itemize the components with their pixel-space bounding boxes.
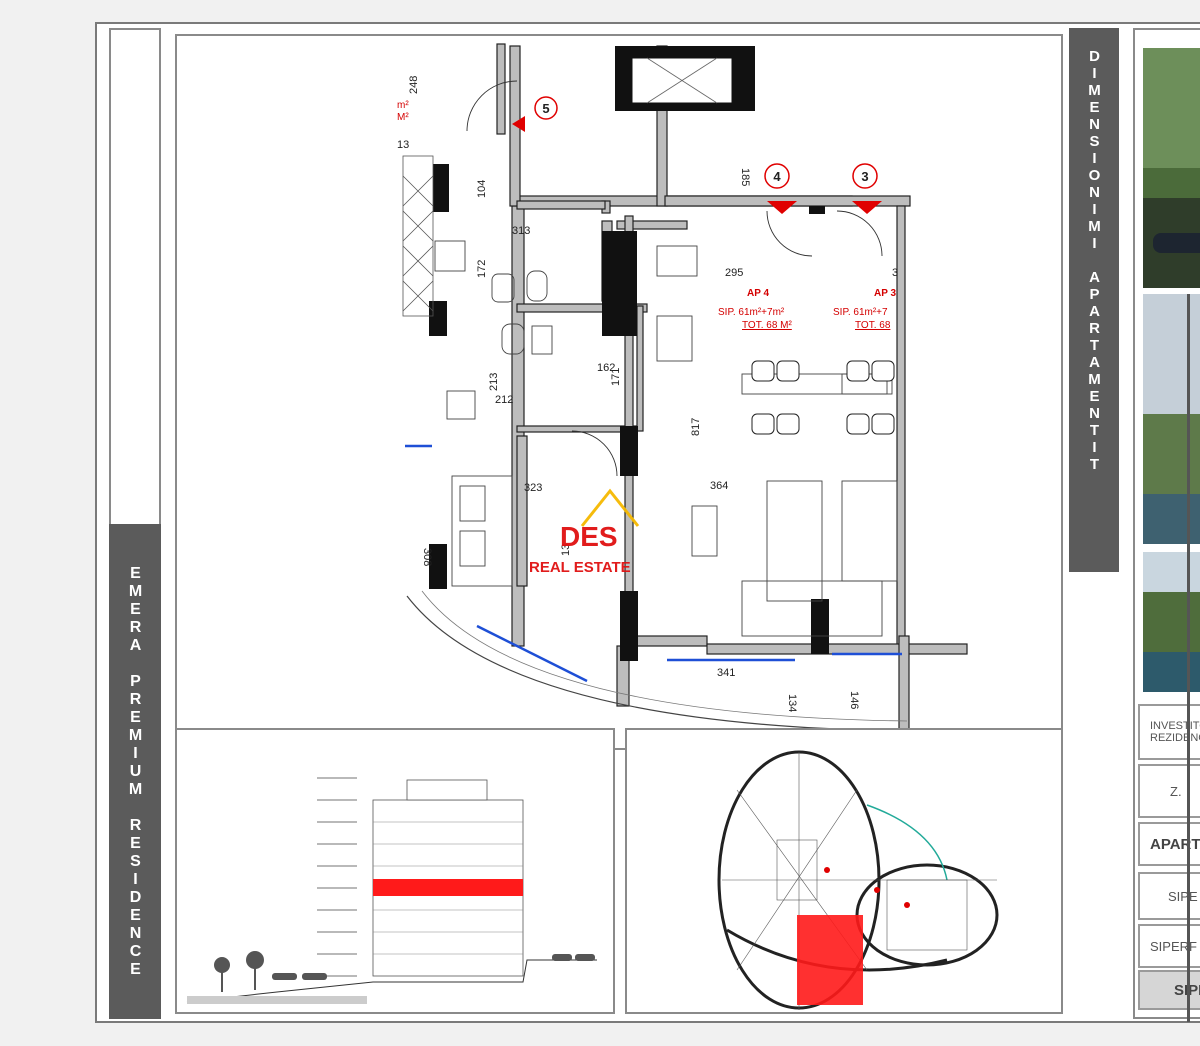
dim-185: 185: [739, 168, 751, 186]
section-title-panel: DIMENSIONIMI APARTAMENTIT: [1069, 28, 1119, 572]
apartment-label-ap3: AP 3 SIP. 61m²+7 TOT. 68: [833, 288, 896, 331]
svg-text:DES: DES: [560, 521, 618, 552]
section-title: DIMENSIONIMI APARTAMENTIT: [1086, 48, 1103, 473]
svg-text:5: 5: [542, 101, 549, 116]
info-box-investor-line1: INVESTITO: [1150, 720, 1200, 732]
scrollbar[interactable]: [1187, 294, 1190, 1022]
building-section-frame: [175, 728, 615, 1014]
dim-3: 3: [892, 267, 898, 279]
svg-text:4: 4: [773, 169, 781, 184]
svg-text:SIP. 61m²+7m²: SIP. 61m²+7m²: [718, 307, 785, 318]
des-logo: DES REAL ESTATE: [529, 488, 640, 576]
rendering-photo-1: [1143, 48, 1200, 288]
entrance-marker-5: 5: [512, 96, 558, 132]
info-box-area-2: SIPERF: [1138, 924, 1200, 968]
svg-text:AP 3: AP 3: [874, 288, 896, 299]
rendering-photo-3: [1143, 552, 1200, 692]
dim-171: 171: [610, 368, 622, 386]
info-box-area-total: SIPE: [1138, 970, 1200, 1010]
rendering-photo-2: [1143, 294, 1200, 544]
dim-13b: 13: [560, 544, 572, 556]
svg-text:TOT. 68 M²: TOT. 68 M²: [742, 320, 792, 331]
dim-341: 341: [717, 667, 735, 679]
info-box-area-2-text: SIPERF: [1150, 938, 1197, 954]
dim-146: 146: [848, 691, 860, 709]
dim-162: 162: [597, 362, 615, 374]
highlighted-floor: [373, 879, 523, 896]
svg-text:AP 4: AP 4: [747, 288, 769, 299]
info-box-apartment-text: APARTA: [1150, 835, 1200, 853]
dim-817: 817: [690, 418, 702, 436]
info-box-area-1: SIPE: [1138, 872, 1200, 920]
dim-212: 212: [495, 394, 513, 406]
dim-308: 308: [421, 548, 433, 566]
building-section: [186, 777, 597, 1004]
svg-text:TOT. 68: TOT. 68: [855, 320, 891, 331]
key-plan-frame: [625, 728, 1063, 1014]
dim-248: 248: [408, 76, 420, 94]
dim-323: 323: [524, 482, 542, 494]
info-box-zone: Z.: [1138, 764, 1200, 818]
project-title: EMERA PREMIUM RESIDENCE: [127, 564, 144, 979]
partial-label-1: m²: [397, 100, 409, 111]
drawing-sheet: EMERA PREMIUM RESIDENCE: [95, 22, 1200, 1023]
info-box-investor: INVESTITO REZIDENCA: [1138, 704, 1200, 760]
dim-104: 104: [476, 180, 488, 198]
info-box-area-1-text: SIPE: [1168, 888, 1198, 904]
dim-295: 295: [725, 267, 743, 279]
dim-364: 364: [710, 480, 728, 492]
dim-313: 313: [512, 225, 530, 237]
dim-134: 134: [786, 694, 798, 712]
dim-172: 172: [476, 260, 488, 278]
project-title-panel: EMERA PREMIUM RESIDENCE: [109, 524, 161, 1019]
svg-text:SIP. 61m²+7: SIP. 61m²+7: [833, 307, 888, 318]
svg-text:3: 3: [861, 169, 868, 184]
dim-13: 13: [397, 139, 409, 151]
entrance-marker-3: 3: [852, 163, 882, 214]
dim-213: 213: [488, 373, 500, 391]
floor-plan: 248 13 104 313 172 185 295 3 213 212 162…: [397, 43, 968, 737]
highlighted-apartment: [797, 915, 863, 1005]
svg-text:REAL ESTATE: REAL ESTATE: [529, 559, 631, 576]
info-box-investor-line2: REZIDENCA: [1150, 732, 1200, 744]
key-plan: [717, 750, 999, 1010]
info-box-zone-text: Z.: [1170, 783, 1182, 799]
info-box-apartment: APARTA: [1138, 822, 1200, 866]
floor-plan-frame: 248 13 104 313 172 185 295 3 213 212 162…: [175, 34, 1063, 750]
apartment-label-ap4: AP 4 SIP. 61m²+7m² TOT. 68 M²: [718, 288, 792, 331]
partial-label-2: M²: [397, 112, 409, 123]
entrance-marker-4: 4: [764, 163, 797, 214]
